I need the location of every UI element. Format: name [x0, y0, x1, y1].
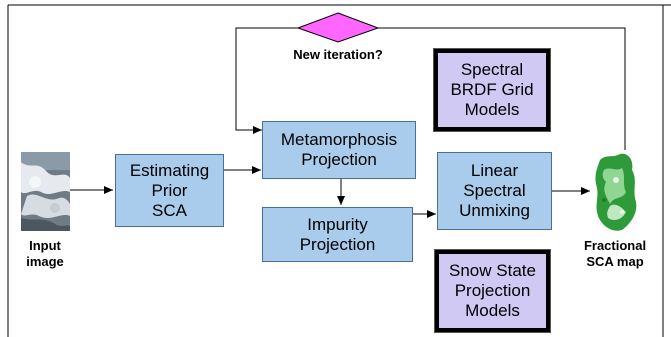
decision-label: New iteration?	[293, 47, 383, 62]
decision-diamond	[296, 12, 380, 43]
impurity-projection-step: Impurity Projection	[262, 207, 413, 262]
loop-line-to-decision	[378, 27, 626, 150]
snow-state-projection-models: Snow State Projection Models	[435, 250, 550, 332]
input-image-label: Input image	[26, 238, 64, 269]
linear-spectral-unmixing-step: Linear Spectral Unmixing	[437, 152, 552, 230]
loop-arrow-to-metamorphosis	[235, 27, 298, 134]
metamorphosis-projection-step: Metamorphosis Projection	[262, 121, 416, 179]
input-image	[21, 152, 70, 231]
spectral-brdf-grid-models: Spectral BRDF Grid Models	[434, 49, 550, 131]
estimating-prior-sca-step: Estimating Prior SCA	[115, 154, 224, 227]
output-map-label: Fractional SCA map	[583, 238, 647, 269]
fractional-sca-map-image	[592, 150, 638, 233]
